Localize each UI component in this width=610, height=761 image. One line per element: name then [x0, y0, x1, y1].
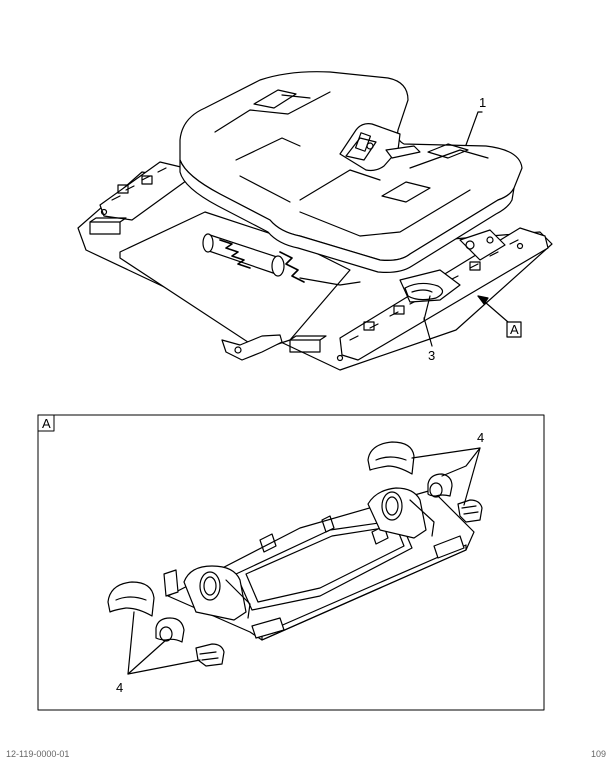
- mounting-bracket-detail: [163, 487, 475, 641]
- pad-block: [289, 339, 321, 353]
- bracket: [221, 334, 283, 361]
- leader-line-4-lower: [127, 611, 135, 675]
- bolt-hole: [100, 208, 108, 216]
- footer-right: 109: [590, 749, 606, 759]
- leader-line-4-lower: [127, 659, 201, 675]
- latch-block: [141, 175, 153, 185]
- leader-line-3: [423, 317, 433, 347]
- view-label: A: [510, 322, 519, 337]
- damper-cylinder: [202, 233, 361, 286]
- latch-block: [117, 184, 129, 194]
- view-arrow: A: [477, 295, 522, 338]
- pad-block: [89, 221, 121, 235]
- callout-4-upper: 4: [477, 430, 484, 445]
- leader-line-4-lower: [127, 639, 167, 675]
- bushing-set-lower: [107, 581, 225, 667]
- footer-left: 12-119-0000-01: [6, 749, 70, 759]
- bolt-hole: [516, 242, 524, 250]
- detail-label: A: [42, 416, 51, 431]
- callout-4-lower: 4: [116, 680, 123, 695]
- detail-a-frame: A: [37, 414, 545, 711]
- throat-slot: [339, 123, 401, 172]
- fifth-wheel-assembly: [77, 71, 553, 371]
- hitch-linkage: [399, 229, 506, 321]
- callout-1: 1: [479, 95, 486, 110]
- callout-3: 3: [428, 348, 435, 363]
- leader-line-1: [465, 111, 483, 146]
- bolt-hole: [336, 354, 344, 362]
- leader-line-4-upper: [411, 447, 481, 459]
- leader-line-4-upper: [441, 447, 481, 477]
- leader-line-4-upper: [463, 447, 481, 506]
- bushing-set-upper: [367, 441, 483, 523]
